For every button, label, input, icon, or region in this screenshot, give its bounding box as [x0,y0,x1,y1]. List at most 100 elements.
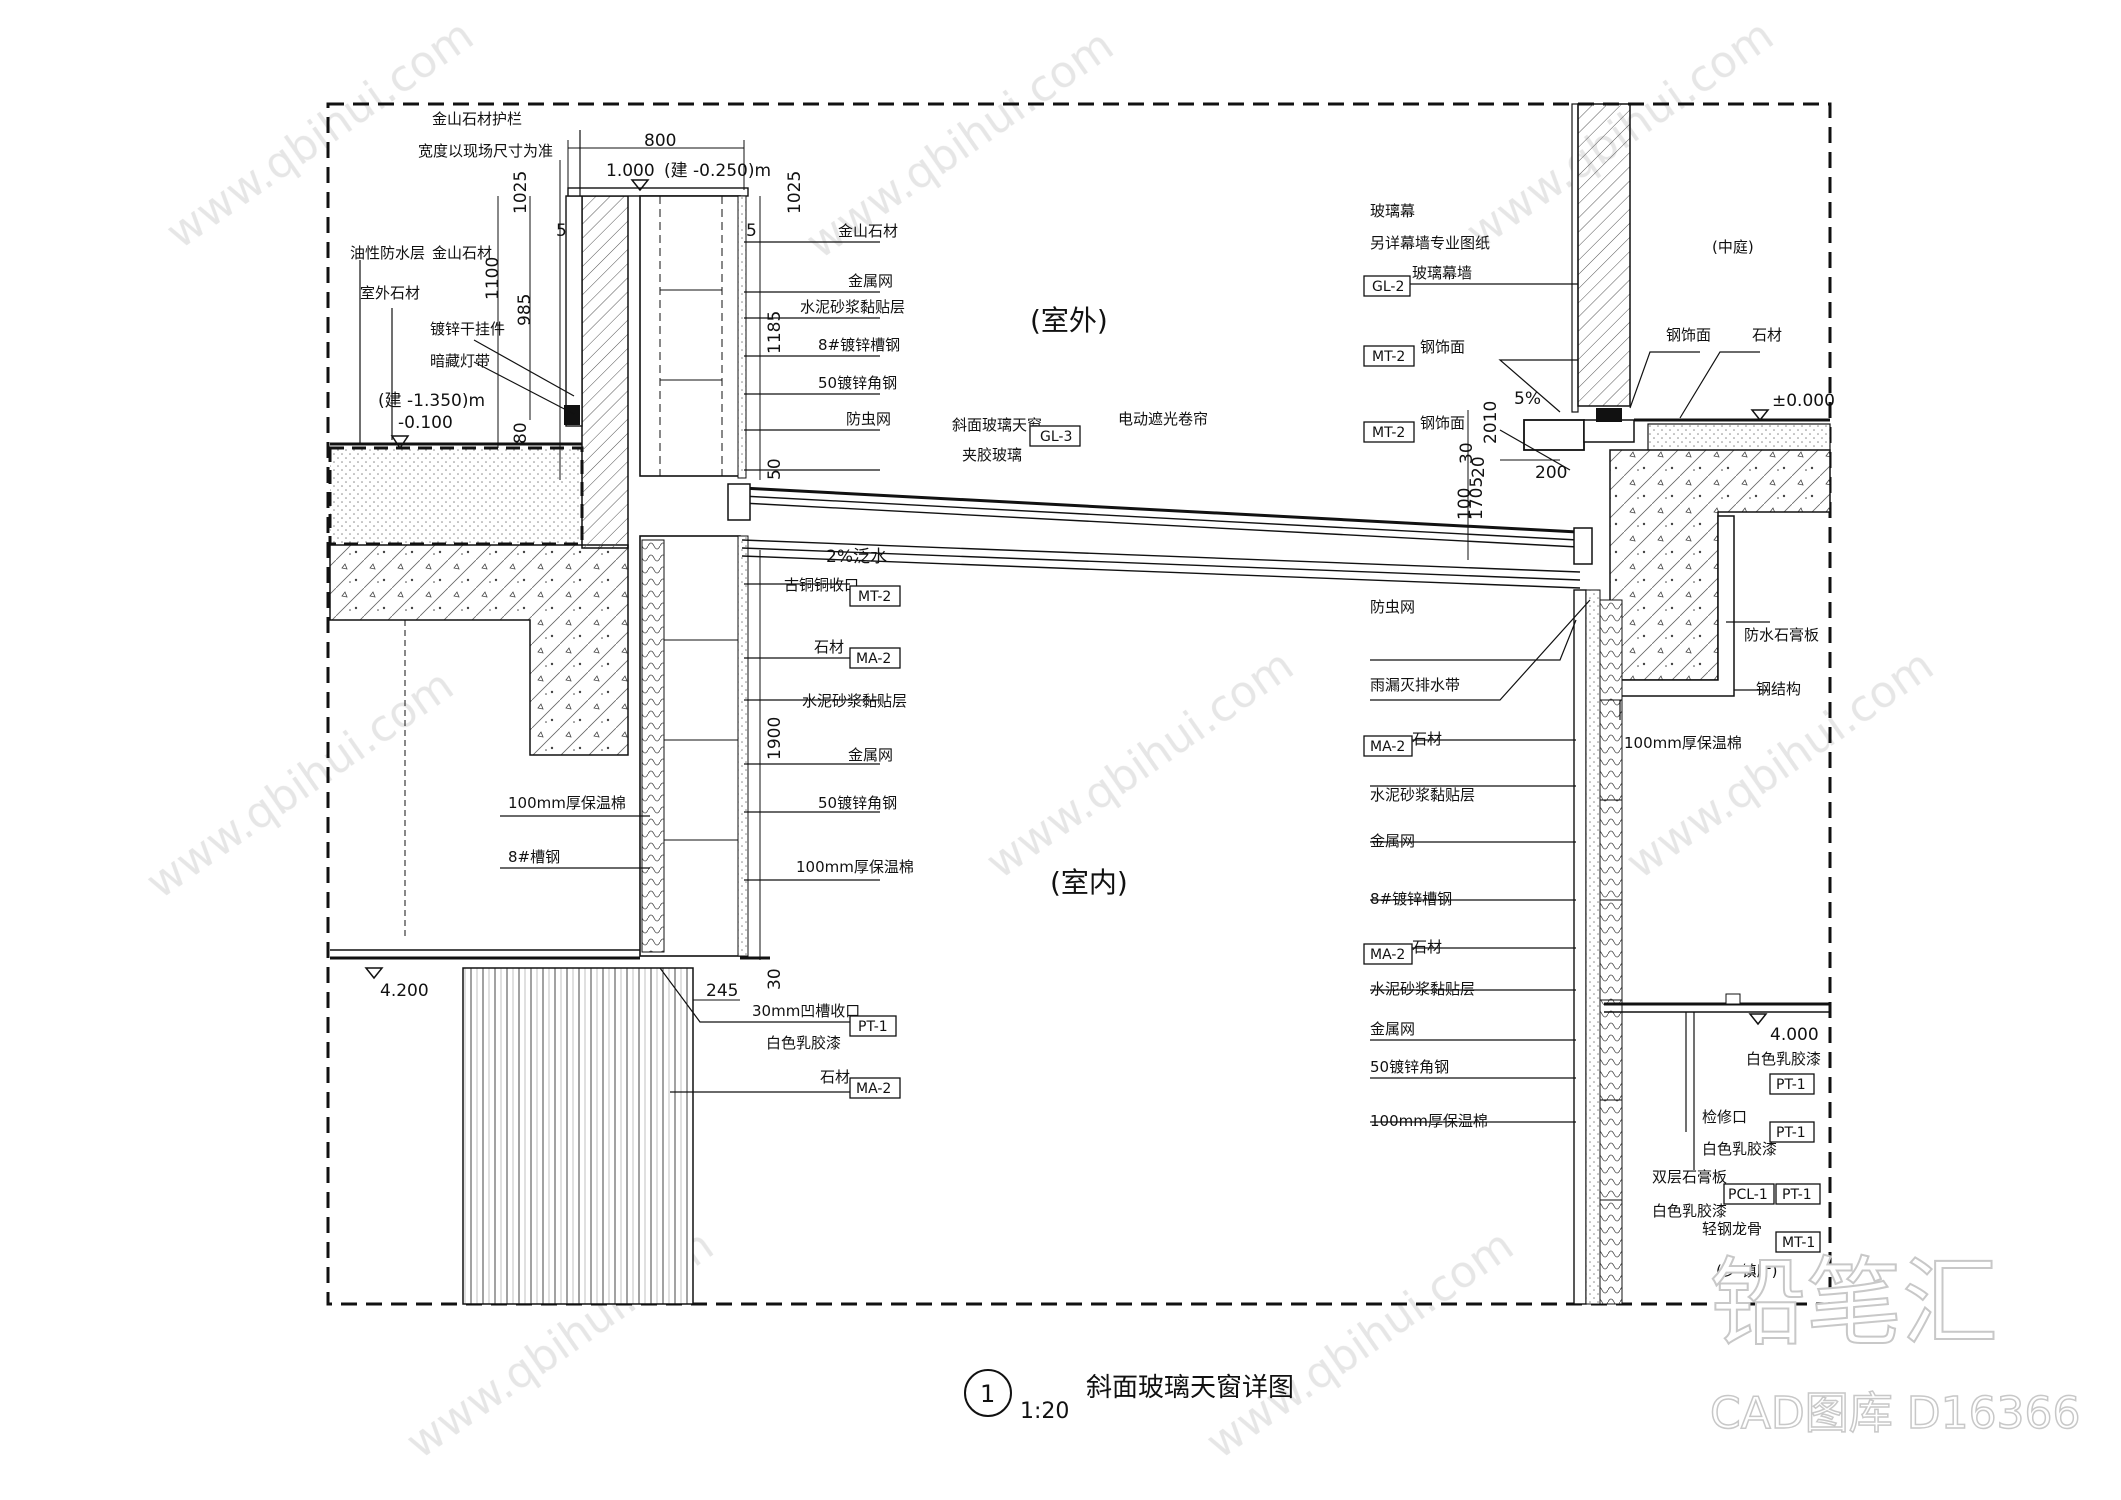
dim-1025a: 1025 [511,171,531,214]
level-pm0000: ±0.000 [1772,391,1835,411]
parapet-wall [581,195,629,549]
label-stone-out: 室外石材 [360,284,420,302]
tag-mt2a: MT-2 [1372,349,1405,365]
dim-20: 20 [1469,456,1489,478]
label-mortar2-mid: 水泥砂浆黏贴层 [802,692,907,710]
tag-ma2a: MA-2 [856,651,891,667]
dim-1025b: 1025 [785,171,805,214]
label-angle2-mid: 50镀锌角钢 [818,794,897,812]
label-gypsum: 防水石膏板 [1744,626,1819,644]
steel-trim-profile [1523,419,1585,451]
sloped-skylight [727,483,1593,589]
label-beam-mid: 8#镀锌槽钢 [818,336,900,354]
label-shade: 电动遮光卷帘 [1118,410,1208,428]
tag-pt1d: PT-1 [1782,1187,1812,1203]
dim-800: 800 [644,131,676,151]
dim-1100: 1100 [483,257,503,300]
watermark-text: www.qbihui.com [157,10,483,259]
label-waterproof: 油性防水层 [350,244,425,262]
tag-mt2c: MT-2 [858,589,891,605]
dim-30: 30 [765,968,785,990]
brand-code: CAD图库 D16366 [1710,1388,2081,1439]
label-beam-right: 8#镀锌槽钢 [1370,890,1452,908]
label-rail-note: 宽度以现场尺寸为准 [418,142,553,160]
insulation-left [641,539,665,953]
dim-985: 985 [515,294,535,326]
tag-gl3: GL-3 [1040,429,1072,445]
label-mesh2-mid: 金属网 [848,746,893,764]
label-mortar-mid: 水泥砂浆黏贴层 [800,298,905,316]
label-latex-right: 白色乳胶漆 [1746,1050,1821,1068]
tag-mt1: MT-1 [1782,1235,1815,1251]
tag-ma2b: MA-2 [1370,739,1405,755]
label-glazing: 斜面玻璃天窗 [952,416,1042,434]
tag-ma2c: MA-2 [1370,947,1405,963]
dim-30b: 30 [1457,442,1477,464]
dim-5b: 5 [746,221,757,241]
dim-5a: 5 [556,221,567,241]
level-minus0100: -0.100 [398,413,453,433]
label-mesh-mid: 金属网 [848,272,893,290]
label-stone-left: 石材 [820,1068,850,1086]
label-gypsum2: 双层石膏板 [1652,1168,1727,1186]
label-stone3-right: 石材 [1412,938,1442,956]
tag-pt1a: PT-1 [858,1019,888,1035]
stone-cladding-right [1573,589,1587,1305]
title-number: 1 [980,1380,995,1408]
label-ceiling-room: (乡 镇厅) [1716,1262,1777,1280]
label-courtyard: (中庭) [1712,238,1754,256]
leader-lines [359,130,1770,1170]
label-hanger: 镀锌干挂件 [430,320,505,338]
stone-column [462,967,694,1305]
room-indoor: (室内) [1050,866,1128,899]
label-keel: 轻钢龙骨 [1702,1220,1762,1238]
dim-245: 245 [706,981,738,1001]
level-4200: 4.200 [380,981,429,1001]
label-curtain-note: 另详幕墙专业图纸 [1370,234,1490,252]
title-scale: 1:20 [1020,1399,1069,1424]
level-minus0250: (建 -0.250)m [664,161,771,181]
dim-50: 50 [765,458,785,480]
label-screen-right: 防虫网 [1370,598,1415,616]
label-led: 暗藏灯带 [430,352,490,370]
label-rail: 金山石材护栏 [432,110,522,128]
label-steelstruct: 钢结构 [1756,680,1801,698]
detail-boundary [326,102,1832,1306]
label-steel2: 钢饰面 [1420,414,1465,432]
glass-curtain-wall [1571,103,1579,413]
label-angle-right: 50镀锌角钢 [1370,1058,1449,1076]
label-insul-mid: 100mm厚保温棉 [796,858,914,876]
tag-gl2: GL-2 [1372,279,1404,295]
dimension-lines [497,140,1560,1001]
label-insul-left: 100mm厚保温棉 [508,794,626,812]
label-drip: 雨漏灭排水带 [1370,676,1460,694]
label-jinshan-left: 金山石材 [432,244,492,262]
label-latex3-right: 白色乳胶漆 [1652,1202,1727,1220]
slope-2: 2%泛水 [826,547,887,567]
tag-mt2b: MT-2 [1372,425,1405,441]
dim-2010: 2010 [1481,401,1501,444]
label-copper: 古铜铜收口 [784,576,859,594]
watermark-text: www.qbihui.com [977,640,1303,889]
dim-100: 100 [1455,488,1475,520]
label-angle-mid: 50镀锌角钢 [818,374,897,392]
watermark-text: www.qbihui.com [1197,1220,1523,1469]
upper-steel-frame [639,195,741,477]
exterior-paving [328,446,584,546]
label-screen-mid: 防虫网 [846,410,891,428]
label-steel-top: 钢饰面 [1666,326,1711,344]
label-insul-right: 100mm厚保温棉 [1370,1112,1488,1130]
tag-pcl1: PCL-1 [1728,1187,1768,1203]
dim-200: 200 [1535,463,1567,483]
level-4000: 4.000 [1770,1025,1819,1045]
label-glasswall: 玻璃幕墙 [1412,264,1472,282]
label-mortar-right: 水泥砂浆黏贴层 [1370,786,1475,804]
level-minus1350: (建 -1.350)m [378,391,485,411]
title-number-circle [964,1369,1012,1417]
dim-1705: 1705 [1467,477,1487,520]
label-steel1: 钢饰面 [1420,338,1465,356]
label-jinshan-mid: 金山石材 [838,222,898,240]
led-strip-profile [564,405,580,425]
label-stone-right: 石材 [1752,326,1782,344]
